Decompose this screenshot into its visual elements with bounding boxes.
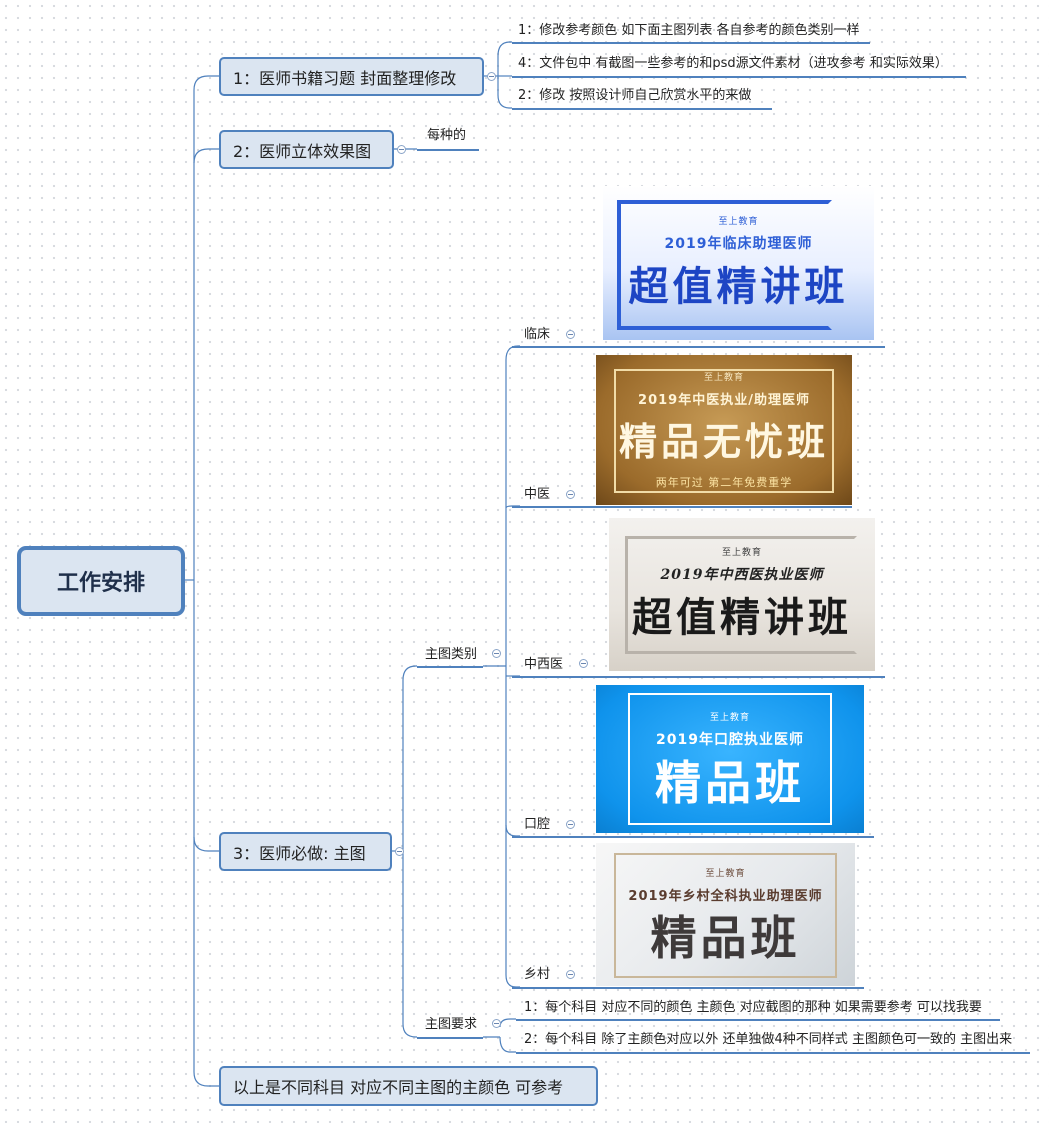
cover-image-dental: 至上教育 2019年口腔执业医师 精品班 bbox=[596, 685, 864, 833]
cover-main-text: 超值精讲班 bbox=[632, 594, 852, 641]
cover-main-text: 精品班 bbox=[650, 910, 801, 965]
note-item: 每种的 bbox=[427, 128, 467, 143]
cover-brand: 至上教育 bbox=[721, 548, 762, 558]
cover-frame bbox=[617, 200, 832, 330]
category-underline bbox=[512, 987, 864, 989]
cover-title: 2019年口腔执业医师 bbox=[656, 731, 804, 748]
note-underline bbox=[512, 76, 966, 78]
requirement-underline bbox=[516, 1052, 1030, 1054]
note-underline bbox=[512, 108, 772, 110]
cover-title: 2019年中医执业/助理医师 bbox=[638, 393, 810, 408]
branch-main-images-label: 3：医师必做: 主图 bbox=[233, 843, 366, 863]
cover-title: 2019年乡村全科执业助理医师 bbox=[628, 888, 823, 904]
cover-brand: 至上教育 bbox=[709, 712, 750, 723]
requirement-item: 2：每个科目 除了主颜色对应以外 还单独做4种不同样式 主图颜色可一致的 主图出… bbox=[524, 1032, 1013, 1047]
cover-title: 2019年中西医执业医师 bbox=[660, 567, 824, 583]
collapse-toggle-icon[interactable] bbox=[492, 649, 501, 658]
categories-label: 主图类别 bbox=[425, 647, 478, 662]
collapse-toggle-icon[interactable] bbox=[579, 659, 588, 668]
collapse-toggle-icon[interactable] bbox=[395, 847, 404, 856]
cover-main-text: 精品班 bbox=[655, 755, 805, 810]
cover-image-clinical: 至上教育 2019年临床助理医师 超值精讲班 bbox=[603, 186, 874, 340]
branch-book-covers-label: 1：医师书籍习题 封面整理修改 bbox=[233, 68, 457, 88]
collapse-toggle-icon[interactable] bbox=[566, 820, 575, 829]
note-underline bbox=[417, 149, 479, 151]
cover-subtitle: 两年可过 第二年免费重学 bbox=[655, 476, 793, 489]
requirements-label: 主图要求 bbox=[425, 1017, 478, 1032]
category-underline bbox=[512, 676, 885, 678]
category-label-clinical: 临床 bbox=[524, 327, 551, 342]
category-label-rural: 乡村 bbox=[524, 967, 551, 982]
cover-brand: 至上教育 bbox=[705, 868, 746, 879]
requirement-item: 1：每个科目 对应不同的颜色 主颜色 对应截图的那种 如果需要参考 可以找我要 bbox=[524, 1000, 982, 1015]
collapse-toggle-icon[interactable] bbox=[487, 72, 496, 81]
branch-book-covers[interactable]: 1：医师书籍习题 封面整理修改 bbox=[219, 57, 484, 96]
root-node[interactable]: 工作安排 bbox=[17, 546, 185, 616]
note-item: 2：修改 按照设计师自己欣赏水平的来做 bbox=[518, 88, 752, 103]
collapse-toggle-icon[interactable] bbox=[492, 1019, 501, 1028]
cover-frame bbox=[628, 693, 832, 825]
cover-frame bbox=[625, 536, 857, 654]
collapse-toggle-icon[interactable] bbox=[566, 330, 575, 339]
cover-image-tcm: 至上教育 2019年中医执业/助理医师 精品无忧班 两年可过 第二年免费重学 bbox=[596, 355, 852, 505]
branch-main-images[interactable]: 3：医师必做: 主图 bbox=[219, 832, 392, 871]
note-item: 4：文件包中 有截图一些参考的和psd源文件素材（进攻参考 和实际效果） bbox=[518, 56, 948, 71]
collapse-toggle-icon[interactable] bbox=[566, 490, 575, 499]
requirements-underline bbox=[417, 1037, 483, 1039]
cover-image-rural: 至上教育 2019年乡村全科执业助理医师 精品班 bbox=[596, 843, 855, 986]
cover-frame bbox=[614, 853, 837, 978]
cover-frame bbox=[614, 369, 834, 493]
category-label-tcm: 中医 bbox=[524, 487, 551, 502]
cover-brand: 至上教育 bbox=[703, 373, 744, 383]
branch-summary-label: 以上是不同科目 对应不同主图的主颜色 可参考 bbox=[233, 1078, 564, 1097]
collapse-toggle-icon[interactable] bbox=[397, 145, 406, 154]
note-underline bbox=[512, 42, 870, 44]
category-underline bbox=[512, 506, 852, 508]
collapse-toggle-icon[interactable] bbox=[566, 970, 575, 979]
categories-underline bbox=[417, 666, 483, 668]
category-underline bbox=[512, 836, 874, 838]
root-label: 工作安排 bbox=[56, 571, 145, 596]
note-item: 1：修改参考颜色 如下面主图列表 各自参考的颜色类别一样 bbox=[518, 23, 860, 38]
cover-main-text: 超值精讲班 bbox=[628, 263, 849, 310]
cover-brand: 至上教育 bbox=[718, 216, 759, 227]
category-label-dental: 口腔 bbox=[524, 817, 551, 832]
category-underline bbox=[512, 346, 885, 348]
cover-image-integrated: 至上教育 2019年中西医执业医师 超值精讲班 bbox=[609, 518, 875, 671]
cover-title: 2019年临床助理医师 bbox=[664, 235, 813, 252]
cover-main-text: 精品无忧班 bbox=[618, 420, 829, 464]
branch-3d-renderings-label: 2：医师立体效果图 bbox=[233, 141, 372, 161]
category-label-integrated: 中西医 bbox=[524, 657, 564, 672]
branch-3d-renderings[interactable]: 2：医师立体效果图 bbox=[219, 130, 394, 169]
requirement-underline bbox=[516, 1019, 1000, 1021]
branch-summary[interactable]: 以上是不同科目 对应不同主图的主颜色 可参考 bbox=[219, 1066, 598, 1106]
